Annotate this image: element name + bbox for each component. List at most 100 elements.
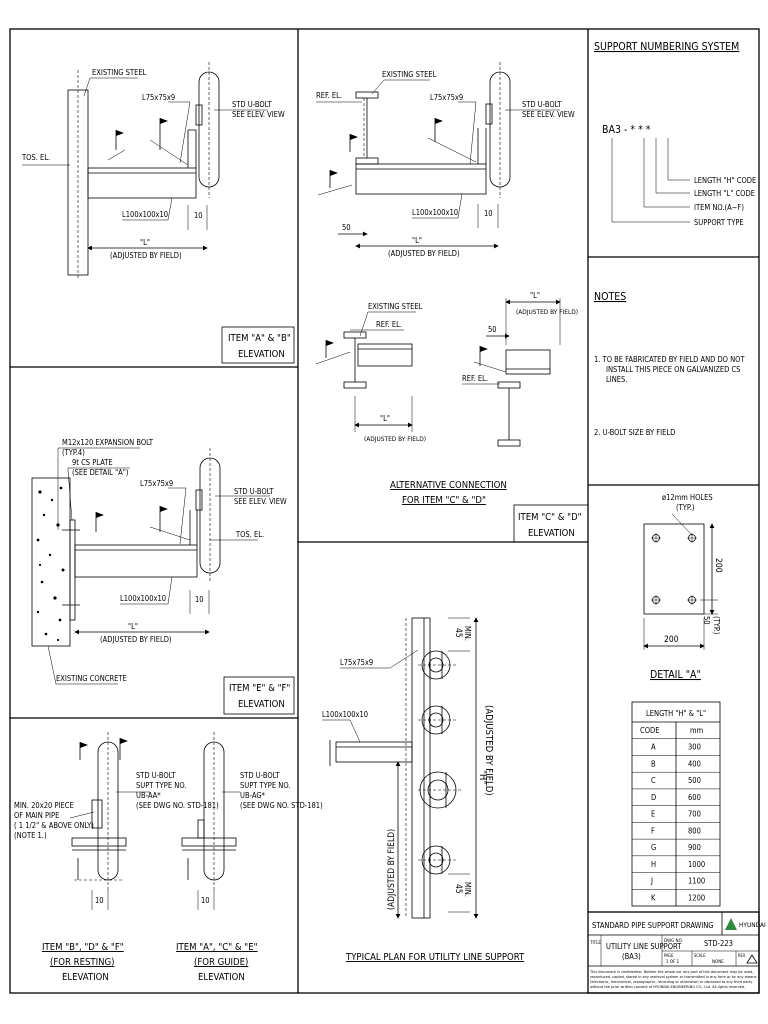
label-existing-steel: EXISTING STEEL bbox=[92, 68, 147, 77]
table-cell-mm: 300 bbox=[688, 743, 701, 752]
label-see-dwg-bdf: (SEE DWG NO. STD-181) bbox=[136, 801, 219, 810]
dim-10-ef: 10 bbox=[195, 595, 204, 604]
caption-ef-2: ELEVATION bbox=[238, 699, 285, 710]
dim-50-cd: 50 bbox=[342, 223, 351, 232]
detail-title: DETAIL "A" bbox=[650, 669, 701, 681]
table-cell-code: A bbox=[651, 743, 656, 752]
dim-adjusted-ef: (ADJUSTED BY FIELD) bbox=[100, 635, 172, 644]
label-min-piece-2: OF MAIN PIPE bbox=[14, 811, 59, 820]
detail-dim-200-h: 200 bbox=[664, 635, 679, 645]
label-existing-concrete: EXISTING CONCRETE bbox=[56, 674, 127, 683]
tb-scale-label: SCALE bbox=[694, 953, 706, 958]
detail-typ: (TYP.) bbox=[712, 616, 721, 635]
dim-adjusted-alt-2: (ADJUSTED BY FIELD) bbox=[516, 308, 578, 316]
revision-triangle-icon bbox=[746, 954, 758, 964]
dim-adjusted-plan-v: (ADJUSTED BY FIELD) bbox=[387, 829, 397, 910]
caption-ace-3: ELEVATION bbox=[198, 972, 245, 983]
dim-adjusted-cd: (ADJUSTED BY FIELD) bbox=[388, 249, 460, 258]
dim-50-alt: 50 bbox=[488, 325, 497, 334]
dim-45-bot: 45 bbox=[453, 884, 463, 894]
dim-min-top: MIN. bbox=[463, 626, 472, 641]
dim-L-alt-2: "L" bbox=[530, 291, 540, 300]
label-typ4: (TYP.4) bbox=[62, 448, 85, 457]
detail-hole-3 bbox=[651, 595, 661, 605]
numbering-item-1: LENGTH "H" CODE bbox=[694, 176, 756, 185]
tb-desc-1: UTILITY LINE SUPPORT bbox=[606, 942, 682, 951]
label-ub-ag: UB-AG* bbox=[240, 791, 266, 800]
tb-disclaimer-1: This document is confidential. Neither t… bbox=[590, 969, 753, 974]
label-tos-el-ef: TOS. EL. bbox=[235, 530, 264, 539]
label-ref-el-cd: REF. EL. bbox=[316, 91, 342, 100]
label-supt-ace: SUPT TYPE NO. bbox=[240, 781, 290, 790]
panel-item-cd-elevation: EXISTING STEEL REF. EL. L75x75x9 STD U-B… bbox=[316, 62, 575, 258]
label-min-piece-4: (NOTE 1.) bbox=[14, 831, 47, 840]
tb-scale: NONE bbox=[712, 959, 724, 965]
panel-item-bdf-ace: STD U-BOLT SUPT TYPE NO. UB-AA* (SEE DWG… bbox=[14, 732, 323, 983]
table-header-code: CODE bbox=[640, 726, 659, 735]
label-cs-plate: 9t CS PLATE bbox=[72, 458, 113, 467]
detail-hole-2 bbox=[687, 533, 697, 543]
tb-title-label: TITLE bbox=[589, 940, 601, 946]
note-1-line-3: LINES. bbox=[606, 375, 627, 384]
label-beam-plan: L100x100x10 bbox=[322, 710, 368, 719]
detail-dim-50: 50 bbox=[702, 616, 711, 625]
table-cell-mm: 600 bbox=[688, 793, 701, 802]
dim-L-cd: "L" bbox=[412, 236, 422, 245]
tb-disclaimer-3: (electronic, mechanical, reprographic, r… bbox=[590, 979, 752, 984]
table-cell-code: G bbox=[651, 843, 656, 852]
detail-holes-2: (TYP.) bbox=[676, 503, 695, 512]
dim-10-ace: 10 bbox=[201, 896, 210, 905]
caption-ef-1: ITEM "E" & "F" bbox=[229, 683, 290, 694]
caption-ace-2: (FOR GUIDE) bbox=[194, 957, 248, 968]
support-numbering-system: SUPPORT NUMBERING SYSTEM BA3 - * * * LEN… bbox=[594, 41, 756, 227]
label-ubolt-ab-1: STD U-BOLT bbox=[232, 100, 272, 109]
caption-ace-1: ITEM "A", "C" & "E" bbox=[176, 942, 258, 953]
dim-L-ab: "L" bbox=[140, 238, 150, 247]
table-cell-code: B bbox=[651, 759, 656, 768]
numbering-title: SUPPORT NUMBERING SYSTEM bbox=[594, 41, 739, 53]
dim-L-alt-1: "L" bbox=[380, 414, 390, 423]
plan-pipe-2 bbox=[418, 705, 458, 735]
label-existing-steel-alt: EXISTING STEEL bbox=[368, 302, 423, 311]
label-ubolt-cd-2: SEE ELEV. VIEW bbox=[522, 110, 575, 119]
table-cell-mm: 1200 bbox=[688, 893, 705, 902]
table-cell-code: C bbox=[651, 776, 656, 785]
tb-dwg-label: DWG NO. bbox=[664, 938, 683, 944]
dim-adjusted-alt-1: (ADJUSTED BY FIELD) bbox=[364, 435, 426, 443]
label-beam-cd: L100x100x10 bbox=[412, 208, 458, 217]
table-cell-code: J bbox=[650, 877, 653, 886]
tb-page: 1 OF 1 bbox=[666, 959, 680, 965]
label-angle-plan: L75x75x9 bbox=[340, 658, 373, 667]
tb-title: STANDARD PIPE SUPPORT DRAWING bbox=[592, 921, 714, 930]
detail-holes-1: ø12mm HOLES bbox=[662, 493, 713, 502]
caption-ab-2: ELEVATION bbox=[238, 349, 285, 360]
detail-dim-200-v: 200 bbox=[713, 558, 723, 573]
label-ubolt-ef-1: STD U-BOLT bbox=[234, 487, 274, 496]
label-ubolt-bdf: STD U-BOLT bbox=[136, 771, 176, 780]
tb-company: HYUNDAI bbox=[739, 921, 766, 929]
label-supt-bdf: SUPT TYPE NO. bbox=[136, 781, 186, 790]
plan-pipe-1 bbox=[418, 650, 458, 680]
panel-item-ef-elevation: M12x120 EXPANSION BOLT (TYP.4) 9t CS PLA… bbox=[31, 438, 295, 715]
dim-L-ef: "L" bbox=[128, 622, 138, 631]
plan-pipe-3 bbox=[418, 771, 462, 809]
label-tos-el-ab: TOS. EL. bbox=[21, 153, 50, 162]
label-angle-cd: L75x75x9 bbox=[430, 93, 463, 102]
sheet-frame bbox=[9, 28, 760, 994]
dim-H-plan: "H" bbox=[477, 770, 488, 784]
note-2: 2. U-BOLT SIZE BY FIELD bbox=[594, 428, 675, 437]
label-beam-ab: L100x100x10 bbox=[122, 210, 168, 219]
numbering-item-2: LENGTH "L" CODE bbox=[694, 189, 755, 198]
label-ref-el-alt-2: REF. EL. bbox=[462, 374, 488, 383]
label-min-piece-1: MIN. 20x20 PIECE bbox=[14, 801, 74, 810]
caption-cd-2: ELEVATION bbox=[528, 528, 575, 539]
note-1-line-2: INSTALL THIS PIECE ON GALVANIZED CS bbox=[606, 365, 740, 374]
tb-desc-2: (BA3) bbox=[622, 952, 641, 961]
numbering-code: BA3 - * * * bbox=[602, 124, 651, 136]
label-ub-aa: UB-AA* bbox=[136, 791, 161, 800]
label-min-piece-3: ( 1 1/2" & ABOVE ONLY) bbox=[14, 821, 94, 830]
dim-10-cd: 10 bbox=[484, 209, 493, 218]
label-see-detail: (SEE DETAIL "A") bbox=[72, 468, 129, 477]
caption-bdf-1: ITEM "B", "D" & "F" bbox=[42, 942, 124, 953]
